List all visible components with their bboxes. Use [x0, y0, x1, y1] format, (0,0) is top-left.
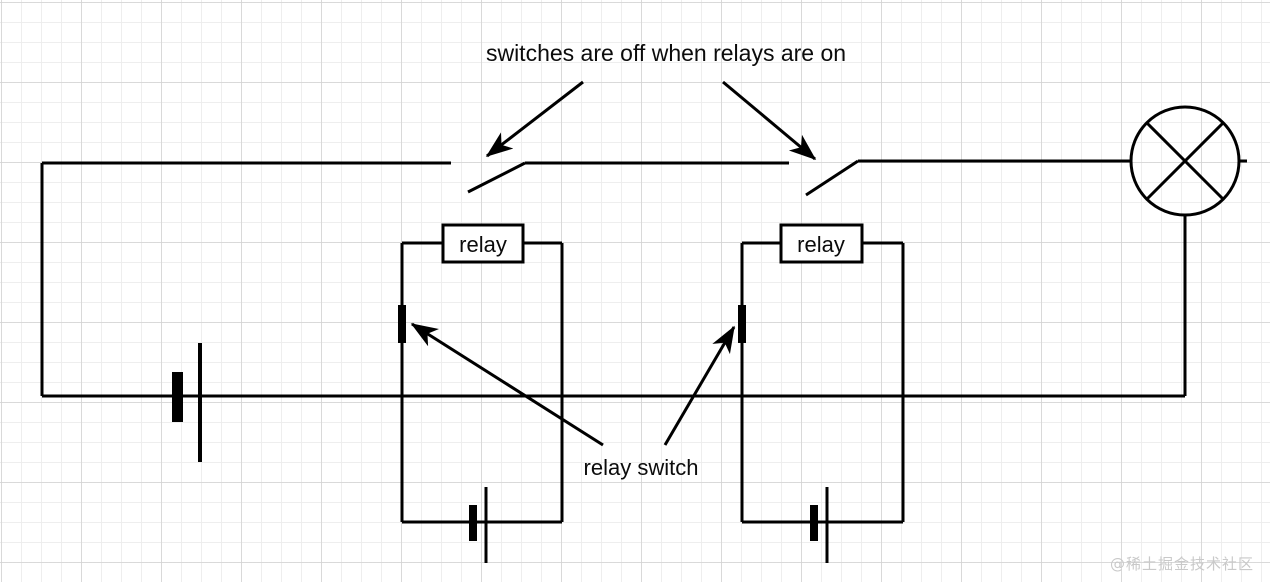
relay-box-right-rect[interactable] — [779, 223, 864, 264]
lamp-circle — [1129, 105, 1241, 217]
relay-loop-right — [738, 241, 905, 563]
relay-loop-left — [398, 241, 564, 563]
arrow-to-relay-contact-right — [663, 325, 736, 446]
open-switch-right[interactable] — [805, 159, 859, 197]
relay-switch-annotation-label: relay switch — [584, 455, 699, 480]
arrow-to-relay-contact-left — [410, 322, 604, 447]
lamp-cross-line-2 — [1145, 121, 1225, 201]
battery-symbol-main — [172, 343, 202, 462]
relay-box-right[interactable]: relay — [779, 223, 864, 264]
battery-thick-plate — [469, 505, 477, 541]
relay-box-left[interactable]: relay — [441, 223, 525, 264]
watermark: @稀土掘金技术社区 — [1109, 555, 1254, 573]
relay-box-left-rect[interactable] — [441, 223, 525, 264]
diagram-title: switches are off when relays are on — [486, 40, 846, 66]
battery-thick-plate — [172, 372, 183, 422]
arrow-to-right-switch — [722, 80, 817, 161]
annotation-arrows-relay-switch — [410, 322, 736, 447]
relay-contact-left[interactable] — [398, 305, 406, 343]
relay-box-right-label: relay — [797, 232, 845, 257]
main-circuit-wires — [40, 159, 1247, 398]
annotation-arrows-title — [485, 80, 817, 161]
lamp-symbol — [1129, 105, 1241, 217]
arrow-to-left-switch — [485, 80, 584, 158]
battery-symbol-relay-right — [810, 487, 829, 563]
battery-symbol-relay-left — [469, 487, 488, 563]
switch-blade-right[interactable] — [805, 159, 859, 197]
relay-contact-right[interactable] — [738, 305, 746, 343]
switch-blade-left[interactable] — [467, 161, 526, 194]
battery-thick-plate — [810, 505, 818, 541]
relay-box-left-label: relay — [459, 232, 507, 257]
open-switch-left[interactable] — [467, 161, 526, 194]
